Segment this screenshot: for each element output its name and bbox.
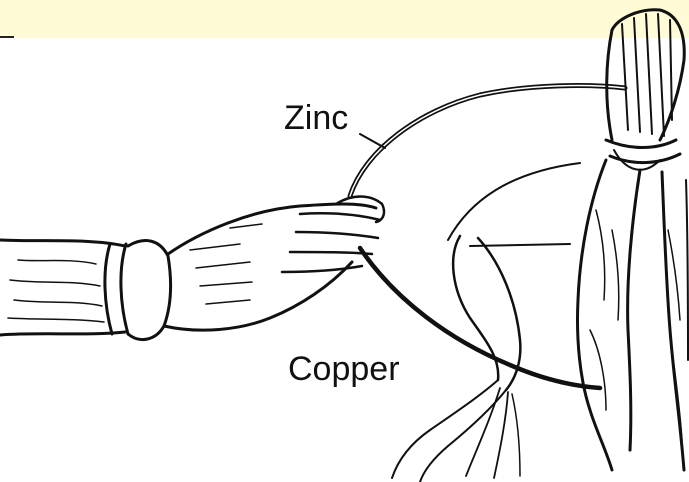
hand-illustration (0, 197, 384, 340)
zinc-wire (350, 86, 625, 196)
copper-label: Copper (288, 352, 400, 386)
frog-legs-illustration (578, 10, 689, 470)
zinc-leader-line (360, 134, 385, 148)
zinc-label: Zinc (284, 101, 348, 135)
